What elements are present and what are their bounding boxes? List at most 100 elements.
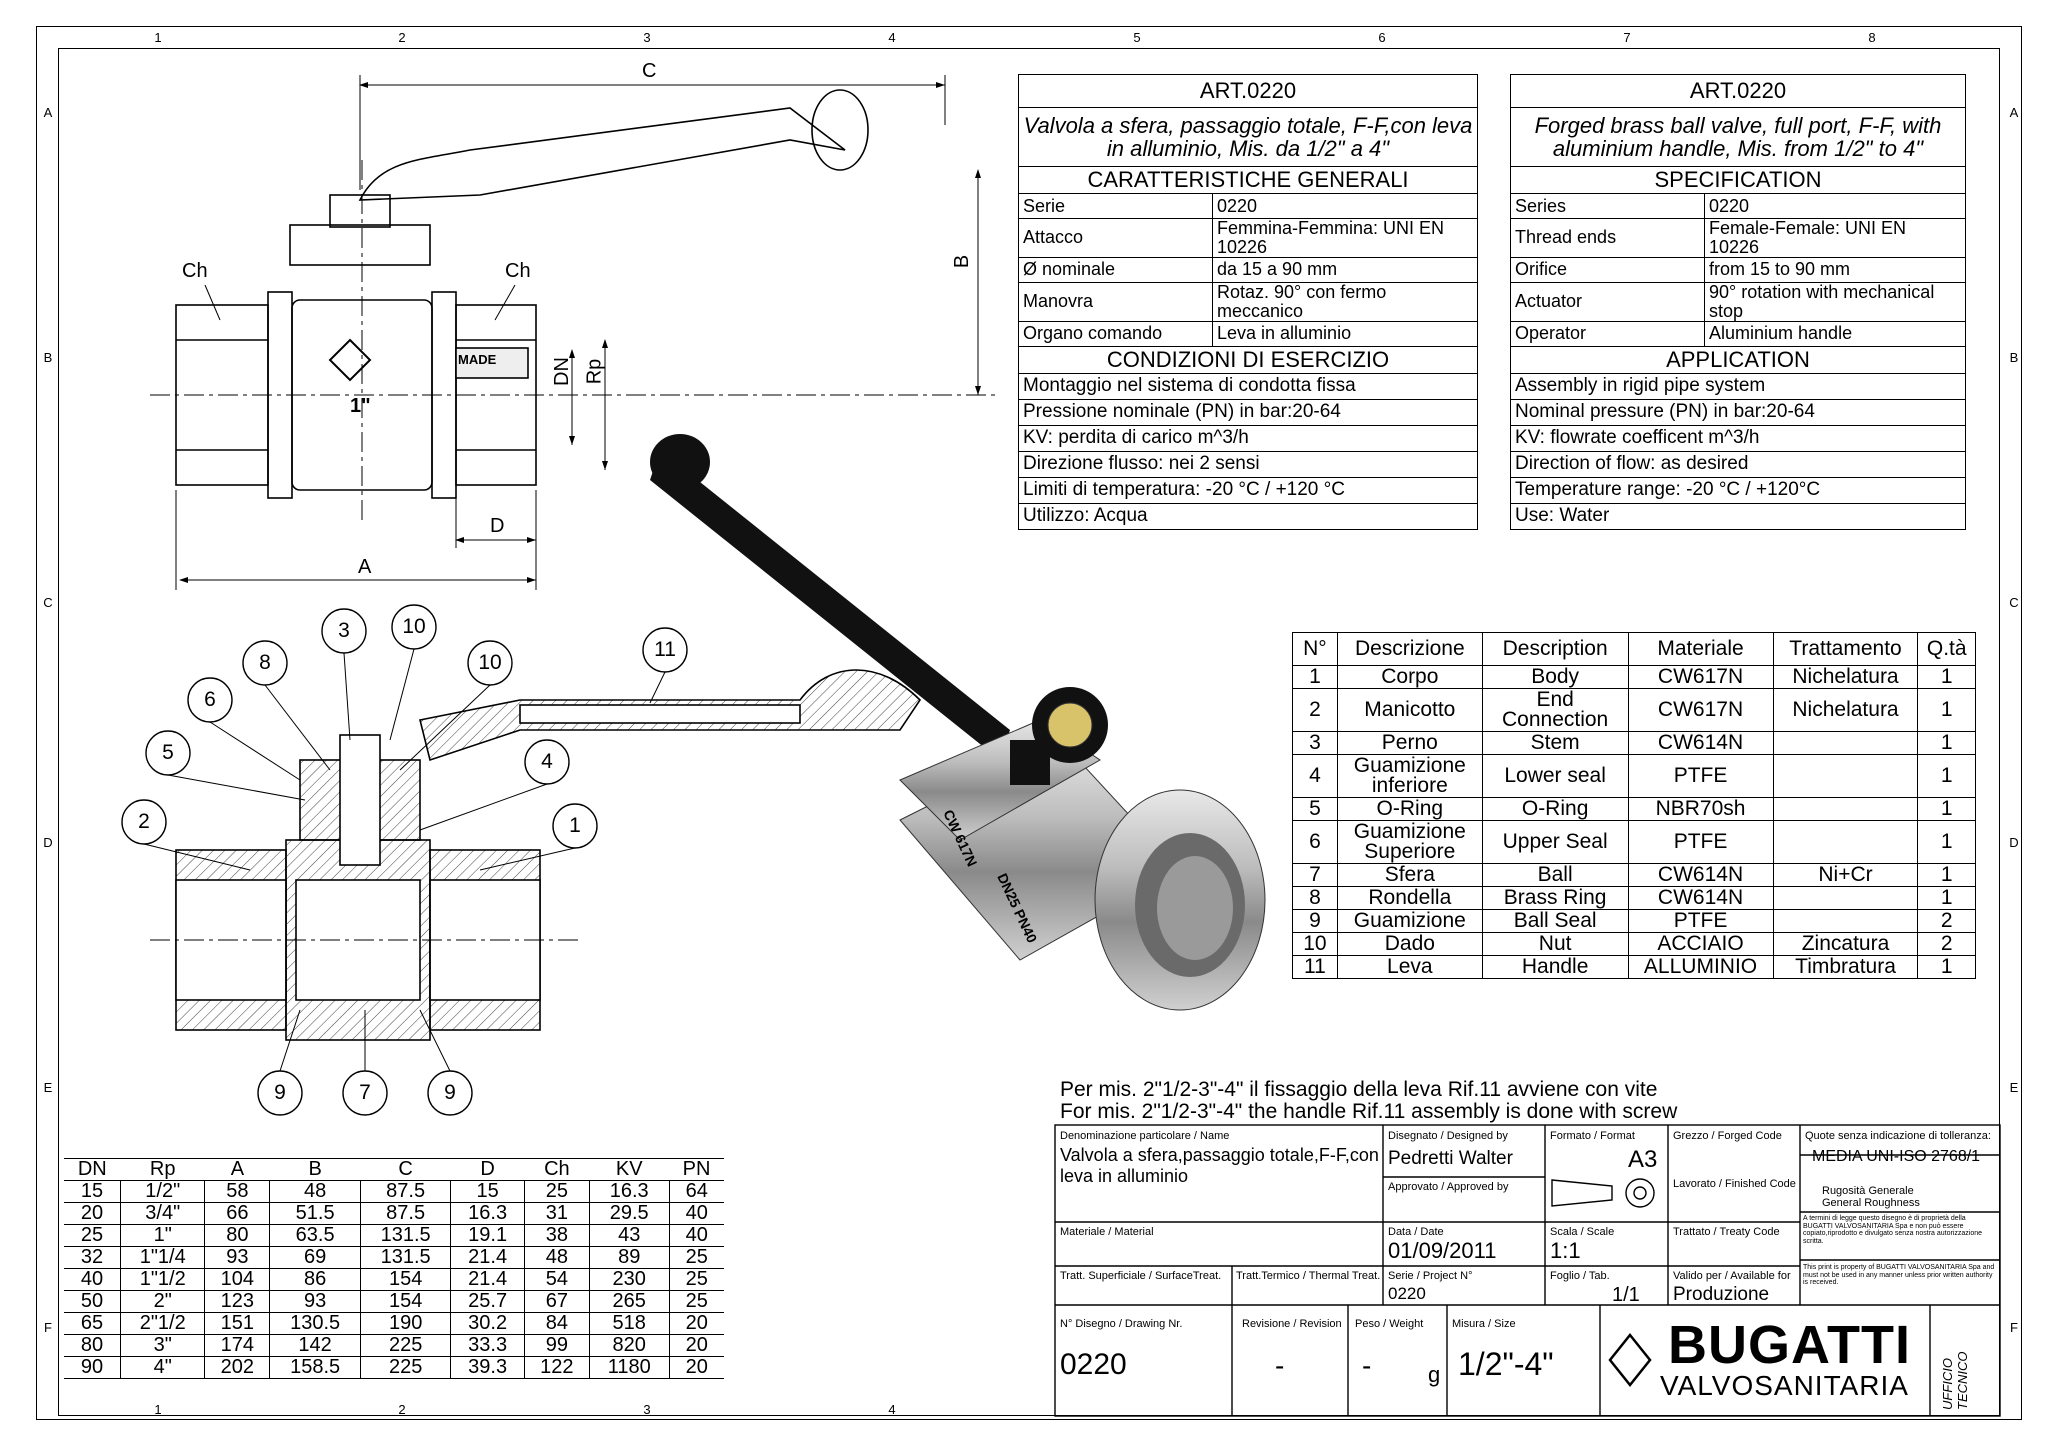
note-en: For mis. 2"1/2-3"-4" the handle Rif.11 a… <box>1060 1100 1678 1123</box>
dims-cell: 93 <box>269 1290 361 1313</box>
tb-treatment-label: Trattato / Treaty Code <box>1673 1226 1780 1238</box>
zone-top-2: 2 <box>398 30 406 45</box>
condition-row: Nominal pressure (PN) in bar:20-64 <box>1510 398 1966 426</box>
spec-key: Operator <box>1510 320 1705 347</box>
tb-material-label: Materiale / Material <box>1060 1226 1154 1238</box>
dims-cell: 58 <box>204 1180 270 1203</box>
spec-value: Aluminium handle <box>1704 320 1966 347</box>
dims-cell: 131.5 <box>359 1224 451 1247</box>
dims-header: C <box>360 1158 451 1181</box>
parts-cell: 1 <box>1917 731 1976 755</box>
dims-cell: 1180 <box>588 1356 670 1379</box>
zone-top-3: 3 <box>643 30 651 45</box>
balloon-label: 10 <box>478 651 502 674</box>
tb-weight-unit: g <box>1428 1362 1441 1387</box>
dims-cell: 25 <box>523 1180 590 1203</box>
dims-cell: 1" <box>120 1224 205 1247</box>
tb-drawing-label: N° Disegno / Drawing Nr. <box>1060 1318 1183 1330</box>
tb-designed-value: Pedretti Walter <box>1388 1148 1513 1169</box>
zone-right-D: D <box>2009 835 2019 850</box>
tb-forged-label: Grezzo / Forged Code <box>1673 1130 1782 1142</box>
parts-cell <box>1772 909 1919 933</box>
condition-row: KV: flowrate coefficent m^3/h <box>1510 424 1966 452</box>
parts-cell: Brass Ring <box>1481 886 1629 910</box>
dims-cell: 39.3 <box>450 1356 525 1379</box>
tb-sheet-value: 1/1 <box>1612 1284 1640 1306</box>
tb-roughness-label: Rugosità Generale General Roughness <box>1822 1185 1920 1209</box>
parts-cell: 2 <box>1917 909 1976 933</box>
office-label: UFFICIO TECNICO <box>1940 1351 1970 1411</box>
parts-header: Trattamento <box>1772 632 1919 666</box>
zone-left-F: F <box>44 1320 52 1335</box>
zone-right-B: B <box>2009 350 2019 365</box>
tb-size-label: Misura / Size <box>1452 1318 1516 1330</box>
spec-value: da 15 a 90 mm <box>1212 256 1478 283</box>
spec-table-en: ART.0220 Forged brass ball valve, full p… <box>1510 74 1966 530</box>
tb-date-value: 01/09/2011 <box>1388 1238 1497 1263</box>
dims-cell: 90 <box>64 1356 121 1379</box>
dims-cell: 21.4 <box>450 1268 525 1291</box>
parts-cell: Leva <box>1336 955 1483 979</box>
tb-drawing-value: 0220 <box>1060 1348 1127 1381</box>
spec-value: 90° rotation with mechanical stop <box>1704 281 1966 322</box>
balloon-label: 4 <box>541 750 553 773</box>
dims-cell: 65 <box>64 1312 121 1335</box>
dims-cell: 64 <box>668 1180 724 1203</box>
dims-cell: 265 <box>588 1290 670 1313</box>
tb-project-label: Serie / Project N° <box>1388 1270 1473 1282</box>
section-view <box>150 669 922 1041</box>
dim-label-c: C <box>642 60 657 82</box>
tb-scale-value: 1:1 <box>1550 1238 1581 1263</box>
spec-value: from 15 to 90 mm <box>1704 256 1966 283</box>
spec-key: Manovra <box>1018 281 1213 322</box>
parts-header: Materiale <box>1627 632 1774 666</box>
dims-cell: 87.5 <box>359 1202 451 1225</box>
balloon-label: 1 <box>569 814 581 837</box>
zone-left-E: E <box>43 1080 53 1095</box>
dims-cell: 1/2" <box>120 1180 205 1203</box>
zone-top-1: 1 <box>154 30 162 45</box>
parts-cell <box>1772 886 1919 910</box>
tb-legal-en: This print is property of BUGATTI VALVOS… <box>1803 1264 1995 1287</box>
tb-approved-label: Approvato / Approved by <box>1388 1181 1509 1193</box>
balloon-label: 7 <box>359 1081 371 1104</box>
parts-cell: Stem <box>1481 731 1629 755</box>
dims-cell: 4" <box>120 1356 205 1379</box>
spec-key: Series <box>1510 193 1705 219</box>
zone-left-C: C <box>43 595 53 610</box>
parts-header: Descrizione <box>1336 632 1483 666</box>
zone-top-6: 6 <box>1378 30 1386 45</box>
dims-cell: 50 <box>64 1290 121 1313</box>
tb-weight-value: - <box>1362 1350 1372 1381</box>
parts-cell: 1 <box>1917 955 1976 979</box>
parts-cell: 1 <box>1917 820 1976 864</box>
parts-cell: 11 <box>1292 955 1338 979</box>
condition-row: Montaggio nel sistema di condotta fissa <box>1018 372 1478 400</box>
tb-tolerance-value: MEDIA UNI-ISO 2768/1 <box>1812 1148 1981 1165</box>
dims-cell: 99 <box>523 1334 590 1357</box>
leader-lines <box>143 648 666 1072</box>
parts-cell: Upper Seal <box>1481 820 1629 864</box>
dims-cell: 87.5 <box>359 1180 451 1203</box>
dims-header: Ch <box>524 1158 590 1181</box>
spec-value: Femmina-Femmina: UNI EN 10226 <box>1212 218 1478 258</box>
zone-bottom-4: 4 <box>888 1402 896 1417</box>
condition-row: Direction of flow: as desired <box>1510 450 1966 478</box>
tb-tolerance-label: Quote senza indicazione di tolleranza: <box>1805 1130 1991 1142</box>
spec-it-general-title: CARATTERISTICHE GENERALI <box>1018 166 1478 194</box>
tb-weight-label: Peso / Weight <box>1355 1318 1424 1330</box>
tb-size-value: 1/2"-4" <box>1458 1346 1554 1382</box>
dim-label-a: A <box>358 556 372 578</box>
